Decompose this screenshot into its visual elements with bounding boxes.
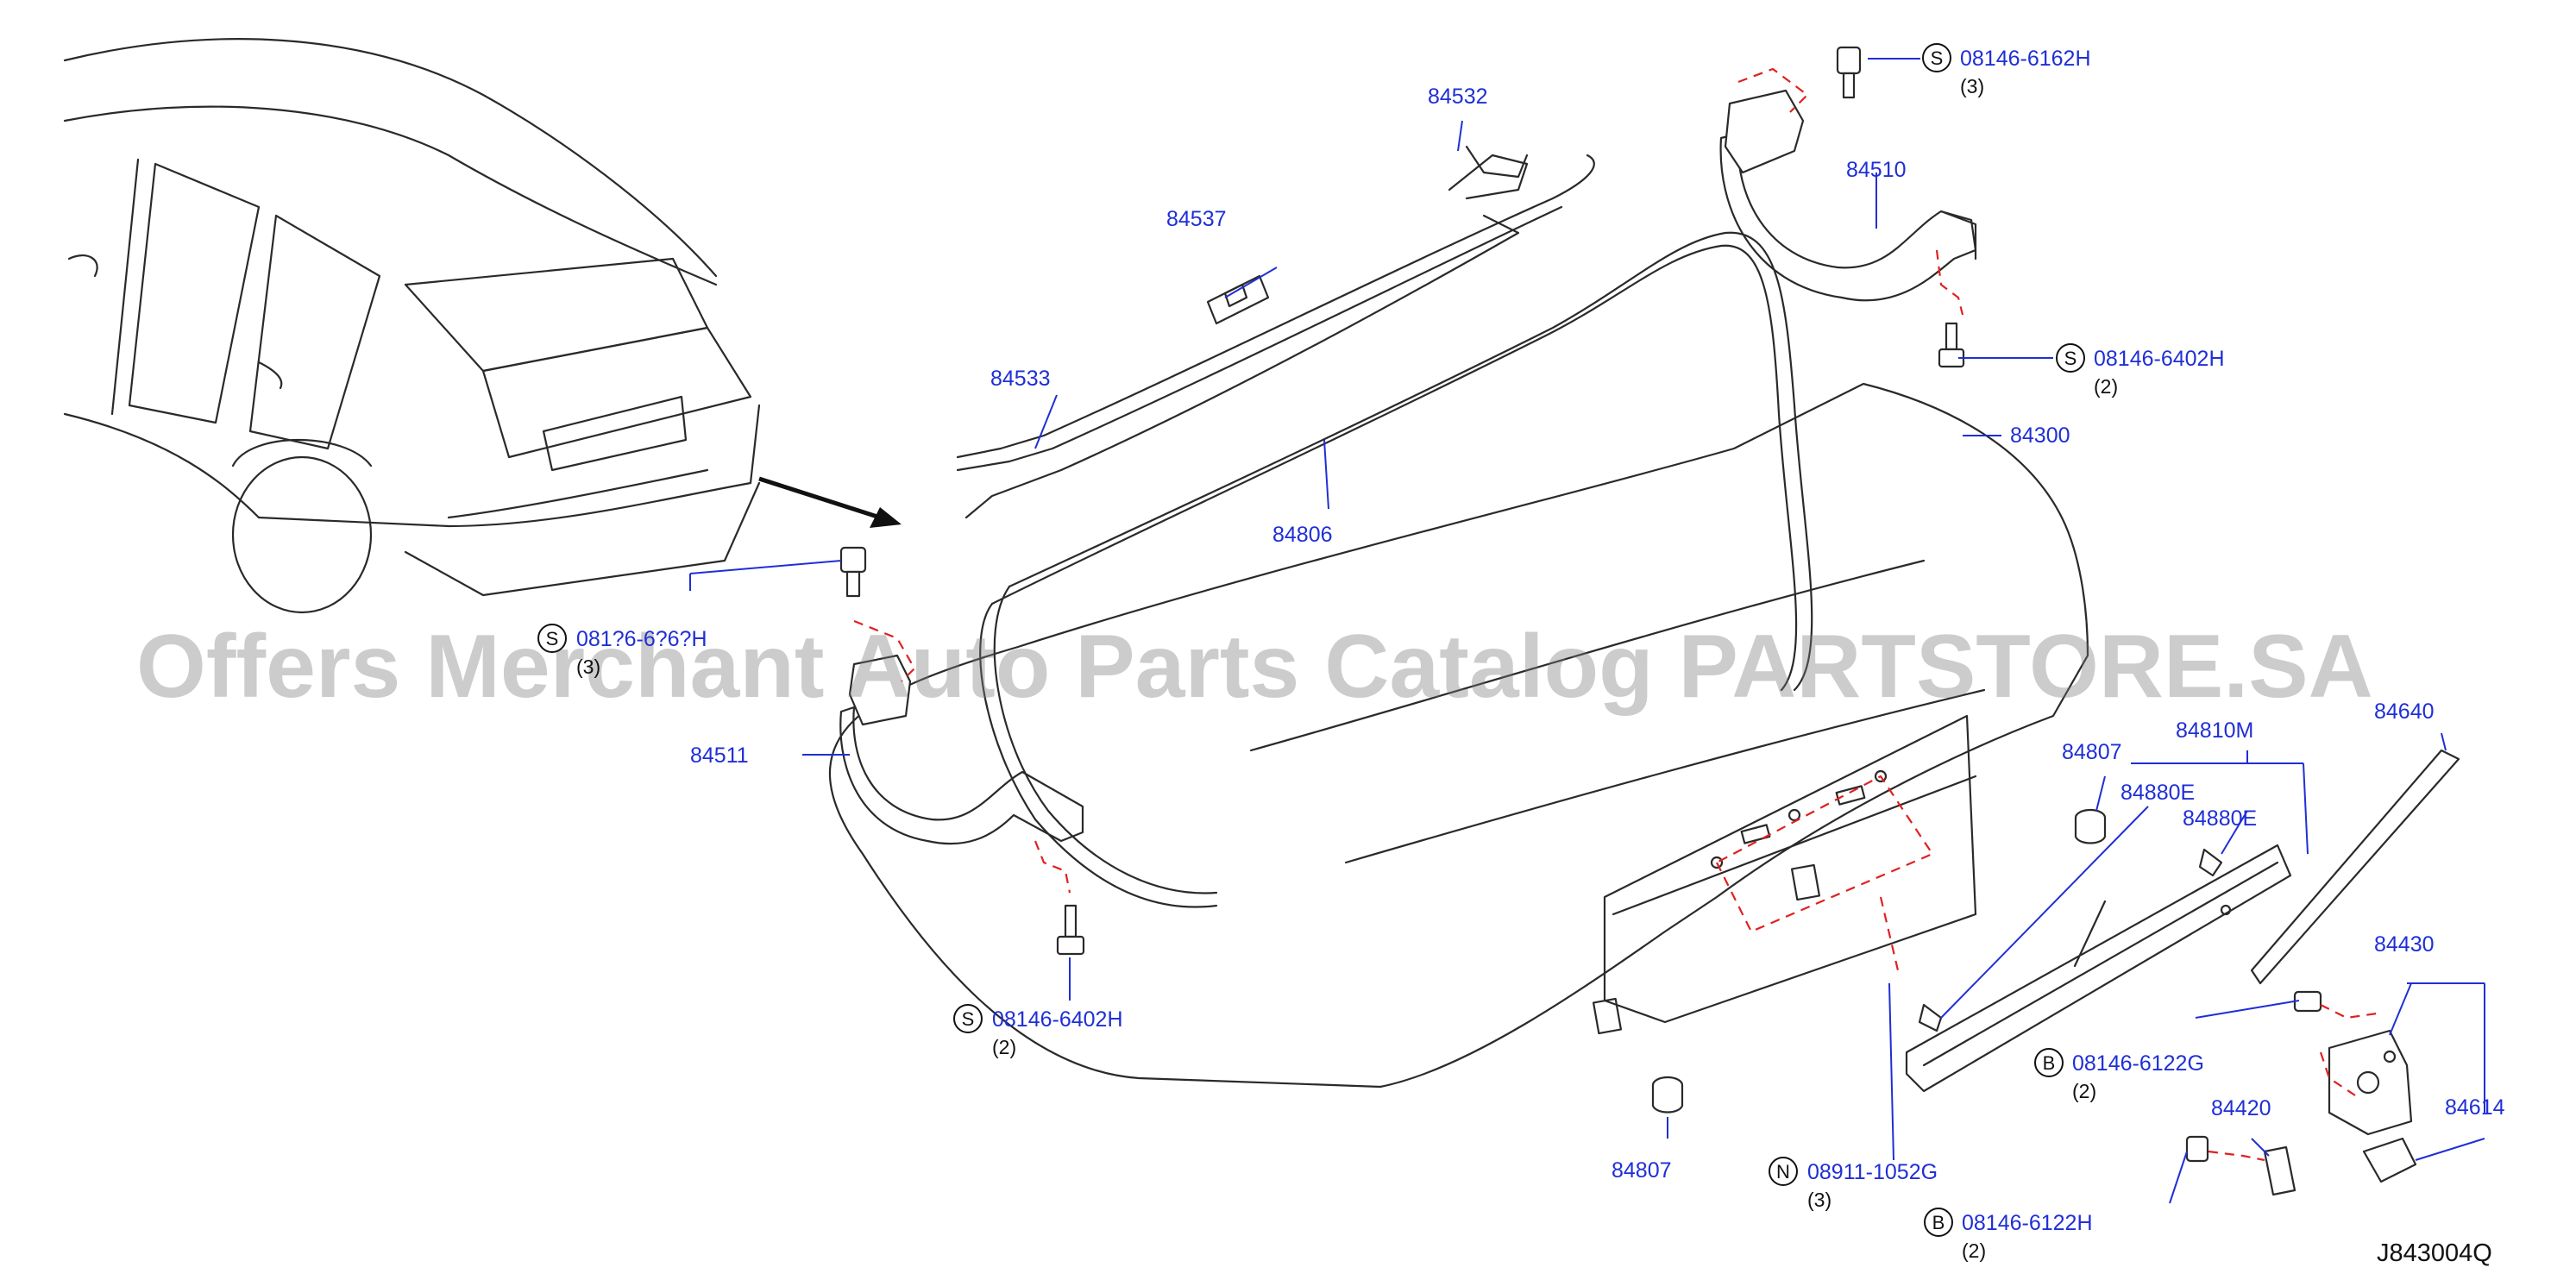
label-84532[interactable]: 84532 [1428, 85, 1488, 109]
fastener-qty: (3) [1807, 1189, 1831, 1211]
fastener-prefix: B [2043, 1052, 2056, 1074]
weatherstrip [979, 231, 1813, 908]
bolt-left-upper [839, 546, 867, 598]
rod-84640 [2250, 749, 2460, 985]
torsion-bars [956, 145, 1595, 519]
fastener-number: 081?6-6?6?H [576, 627, 707, 651]
trunk-lid [828, 382, 2089, 1089]
hinge-84511 [839, 619, 1084, 894]
fastener-prefix: S [2064, 348, 2077, 369]
fastener-prefix: S [962, 1008, 975, 1030]
clip-84537 [1206, 274, 1270, 325]
label-84640[interactable]: 84640 [2374, 700, 2435, 724]
fastener-number: 08146-6402H [992, 1007, 1123, 1032]
label-84537[interactable]: 84537 [1166, 207, 1227, 231]
fastener-prefix: N [1776, 1161, 1790, 1183]
finisher-84810M [1905, 844, 2292, 1093]
fastener-number: 08146-6162H [1960, 47, 2091, 71]
label-84810M[interactable]: 84810M [2176, 718, 2253, 743]
fastener-prefix: B [1932, 1212, 1945, 1233]
label-84430[interactable]: 84430 [2374, 932, 2435, 957]
label-84533[interactable]: 84533 [990, 367, 1051, 391]
label-84880E-a[interactable]: 84880E [2120, 781, 2195, 805]
label-84807-upper[interactable]: 84807 [2062, 740, 2122, 764]
bumper-84807-upper [2074, 808, 2107, 844]
fastener-prefix: S [1931, 47, 1944, 69]
direction-arrow [758, 476, 902, 528]
label-84806[interactable]: 84806 [1272, 523, 1333, 547]
watermark-text: Offers Merchant Auto Parts Catalog PARTS… [136, 617, 2373, 717]
fastener-qty: (3) [1960, 75, 1984, 97]
bolt-08146-6402H-right [1938, 322, 1965, 368]
fastener-number: 08146-6402H [2094, 347, 2225, 371]
label-84510[interactable]: 84510 [1846, 158, 1907, 182]
fastener-prefix: S [546, 628, 559, 649]
leader-lines [689, 58, 2485, 1204]
striker-84614 [2362, 1137, 2417, 1183]
label-84511[interactable]: 84511 [690, 744, 749, 768]
fastener-qty: (2) [2094, 375, 2118, 398]
label-84300[interactable]: 84300 [2010, 424, 2070, 448]
fastener-qty: (2) [1962, 1239, 1986, 1262]
label-84614[interactable]: 84614 [2445, 1095, 2505, 1120]
label-84880E-b[interactable]: 84880E [2183, 806, 2257, 831]
fastener-qty: (2) [992, 1036, 1016, 1058]
fastener-08146-6402H-right[interactable]: S 08146-6402H (2) [2056, 343, 2225, 398]
diagram-reference-id: J843004Q [2377, 1239, 2492, 1267]
fastener-number: 08911-1052G [1807, 1160, 1938, 1184]
fastener-left-upper[interactable]: S 081?6-6?6?H (3) [537, 624, 707, 678]
fastener-08146-6122H[interactable]: B 08146-6122H (2) [1924, 1208, 2093, 1262]
bumper-84807-lower [1651, 1076, 1684, 1114]
car-illustration [63, 38, 761, 614]
fastener-number: 08146-6122G [2072, 1051, 2204, 1076]
fastener-number: 08146-6122H [1962, 1211, 2093, 1235]
fastener-08146-6162H[interactable]: S 08146-6162H (3) [1922, 43, 2091, 97]
lock-84430 [2293, 990, 2413, 1136]
bracket-84420 [2185, 1135, 2296, 1196]
fastener-08146-6402H-left[interactable]: S 08146-6402H (2) [953, 1004, 1123, 1058]
label-84420[interactable]: 84420 [2211, 1096, 2271, 1120]
label-84807-lower[interactable]: 84807 [1612, 1158, 1672, 1183]
hinge-84510 [1719, 67, 1977, 316]
fastener-08911-1052G[interactable]: N 08911-1052G (3) [1769, 1157, 1938, 1211]
fastener-qty: (2) [2072, 1080, 2096, 1102]
bolt-08146-6162H [1836, 46, 1862, 99]
fastener-08146-6122G[interactable]: B 08146-6122G (2) [2034, 1048, 2204, 1102]
part-labels: 84532 84537 84533 84806 84510 84300 8451… [690, 85, 2505, 1183]
bolt-08146-6402H-left [1056, 904, 1085, 956]
fastener-qty: (3) [576, 656, 600, 678]
